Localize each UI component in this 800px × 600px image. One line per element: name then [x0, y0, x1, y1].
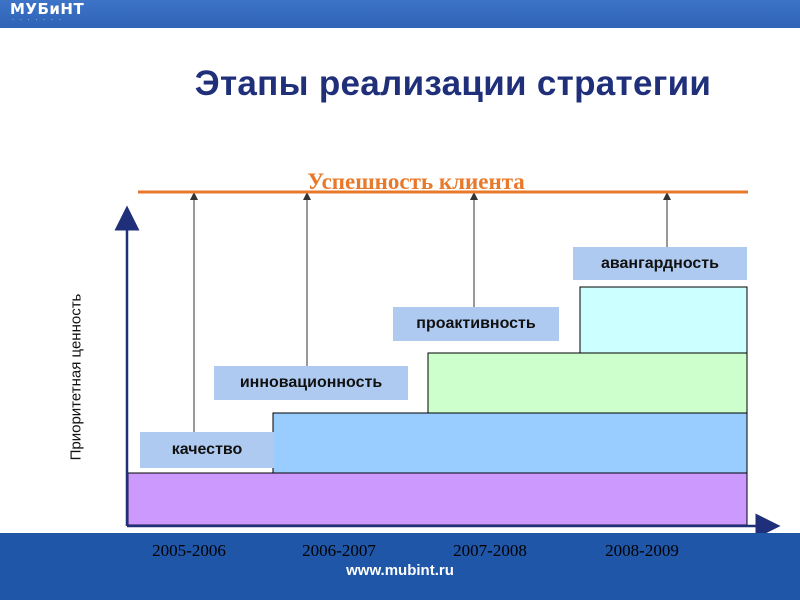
step-label-avant-garde: авангардность — [573, 247, 747, 280]
period-label-4: 2008-2009 — [605, 541, 679, 560]
slide-title: Этапы реализации стратегии — [194, 64, 712, 103]
website-link[interactable]: www.mubint.ru — [346, 562, 454, 579]
period-label-1: 2005-2006 — [152, 541, 226, 560]
footer-bar — [0, 533, 800, 600]
success-line-label: Успешность клиента — [307, 169, 525, 194]
header-bar: МУБиНТ · · · · · · · — [0, 0, 800, 28]
period-label-2: 2006-2007 — [302, 541, 376, 560]
period-label-3: 2007-2008 — [453, 541, 527, 560]
step-band-2 — [272, 412, 748, 474]
step-band-1 — [127, 472, 748, 526]
step-label-innovation: инновационность — [214, 366, 408, 400]
step-band-4 — [579, 286, 748, 354]
y-axis-label: Приоритетная ценность — [67, 293, 85, 461]
logo-subtitle-graphic: · · · · · · · — [12, 17, 63, 24]
university-logo: МУБиНТ — [10, 0, 85, 18]
step-label-proactivity: проактивность — [393, 307, 559, 341]
step-band-3 — [427, 352, 748, 414]
step-label-quality: качество — [140, 432, 274, 468]
